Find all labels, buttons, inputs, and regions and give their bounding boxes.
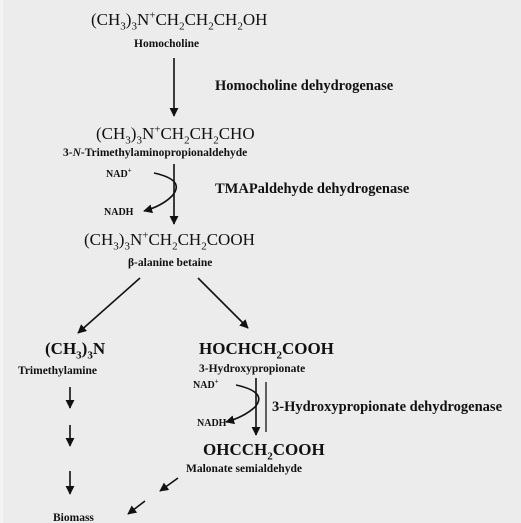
nadh-label-2: NADH xyxy=(197,418,227,429)
tmapaldehyde-formula: (CH3)3N+CH2CH2CHO xyxy=(96,123,255,147)
cofactor-arrow-2 xyxy=(225,384,260,425)
hydroxypropionate-name: 3-Hydroxypropionate xyxy=(199,363,306,375)
malonate-semialdehyde-formula: OHCCH2COOH xyxy=(203,440,325,463)
arrow-malonate-step-2 xyxy=(127,500,146,515)
arrow-malonate-step-1 xyxy=(159,477,179,492)
tmapaldehyde-name-prefix: 3- xyxy=(63,147,73,159)
homocholine-name: Homocholine xyxy=(134,38,200,50)
arrow-betaine-to-trimethylamine xyxy=(77,277,141,334)
trimethylamine-formula: (CH3)3N xyxy=(45,339,106,362)
biomass-name: Biomass xyxy=(53,512,94,523)
nad-label-2: NAD+ xyxy=(193,377,219,391)
homocholine-formula: (CH3)3N+CH2CH2CH2OH xyxy=(91,9,268,33)
nadh-label-1: NADH xyxy=(104,207,134,218)
beta-alanine-betaine-formula: (CH3)3N+CH2CH2COOH xyxy=(84,229,255,253)
tmapaldehyde-name: 3-N-Trimethylaminopropionaldehyde xyxy=(63,146,247,160)
homocholine-dehydrogenase-label: Homocholine dehydrogenase xyxy=(215,78,394,94)
trimethylamine-name: Trimethylamine xyxy=(18,365,97,377)
left-edge xyxy=(0,0,3,523)
tmapaldehyde-dehydrogenase-label: TMAPaldehyde dehydrogenase xyxy=(215,181,410,197)
malonate-semialdehyde-name: Malonate semialdehyde xyxy=(186,463,302,475)
hydroxypropionate-dehydrogenase-label: 3-Hydroxypropionate dehydrogenase xyxy=(272,399,503,415)
cofactor-arrow-1 xyxy=(143,172,177,214)
nad-label-1: NAD+ xyxy=(106,166,132,180)
beta-alanine-betaine-name: β-alanine betaine xyxy=(128,257,213,269)
arrow-betaine-to-hydroxypropionate xyxy=(197,277,249,329)
tmapaldehyde-name-suffix: -Trimethylaminopropionaldehyde xyxy=(80,147,248,159)
hydroxypropionate-formula: HOCHCH2COOH xyxy=(199,339,334,362)
tmapaldehyde-name-italic: N xyxy=(72,147,81,159)
